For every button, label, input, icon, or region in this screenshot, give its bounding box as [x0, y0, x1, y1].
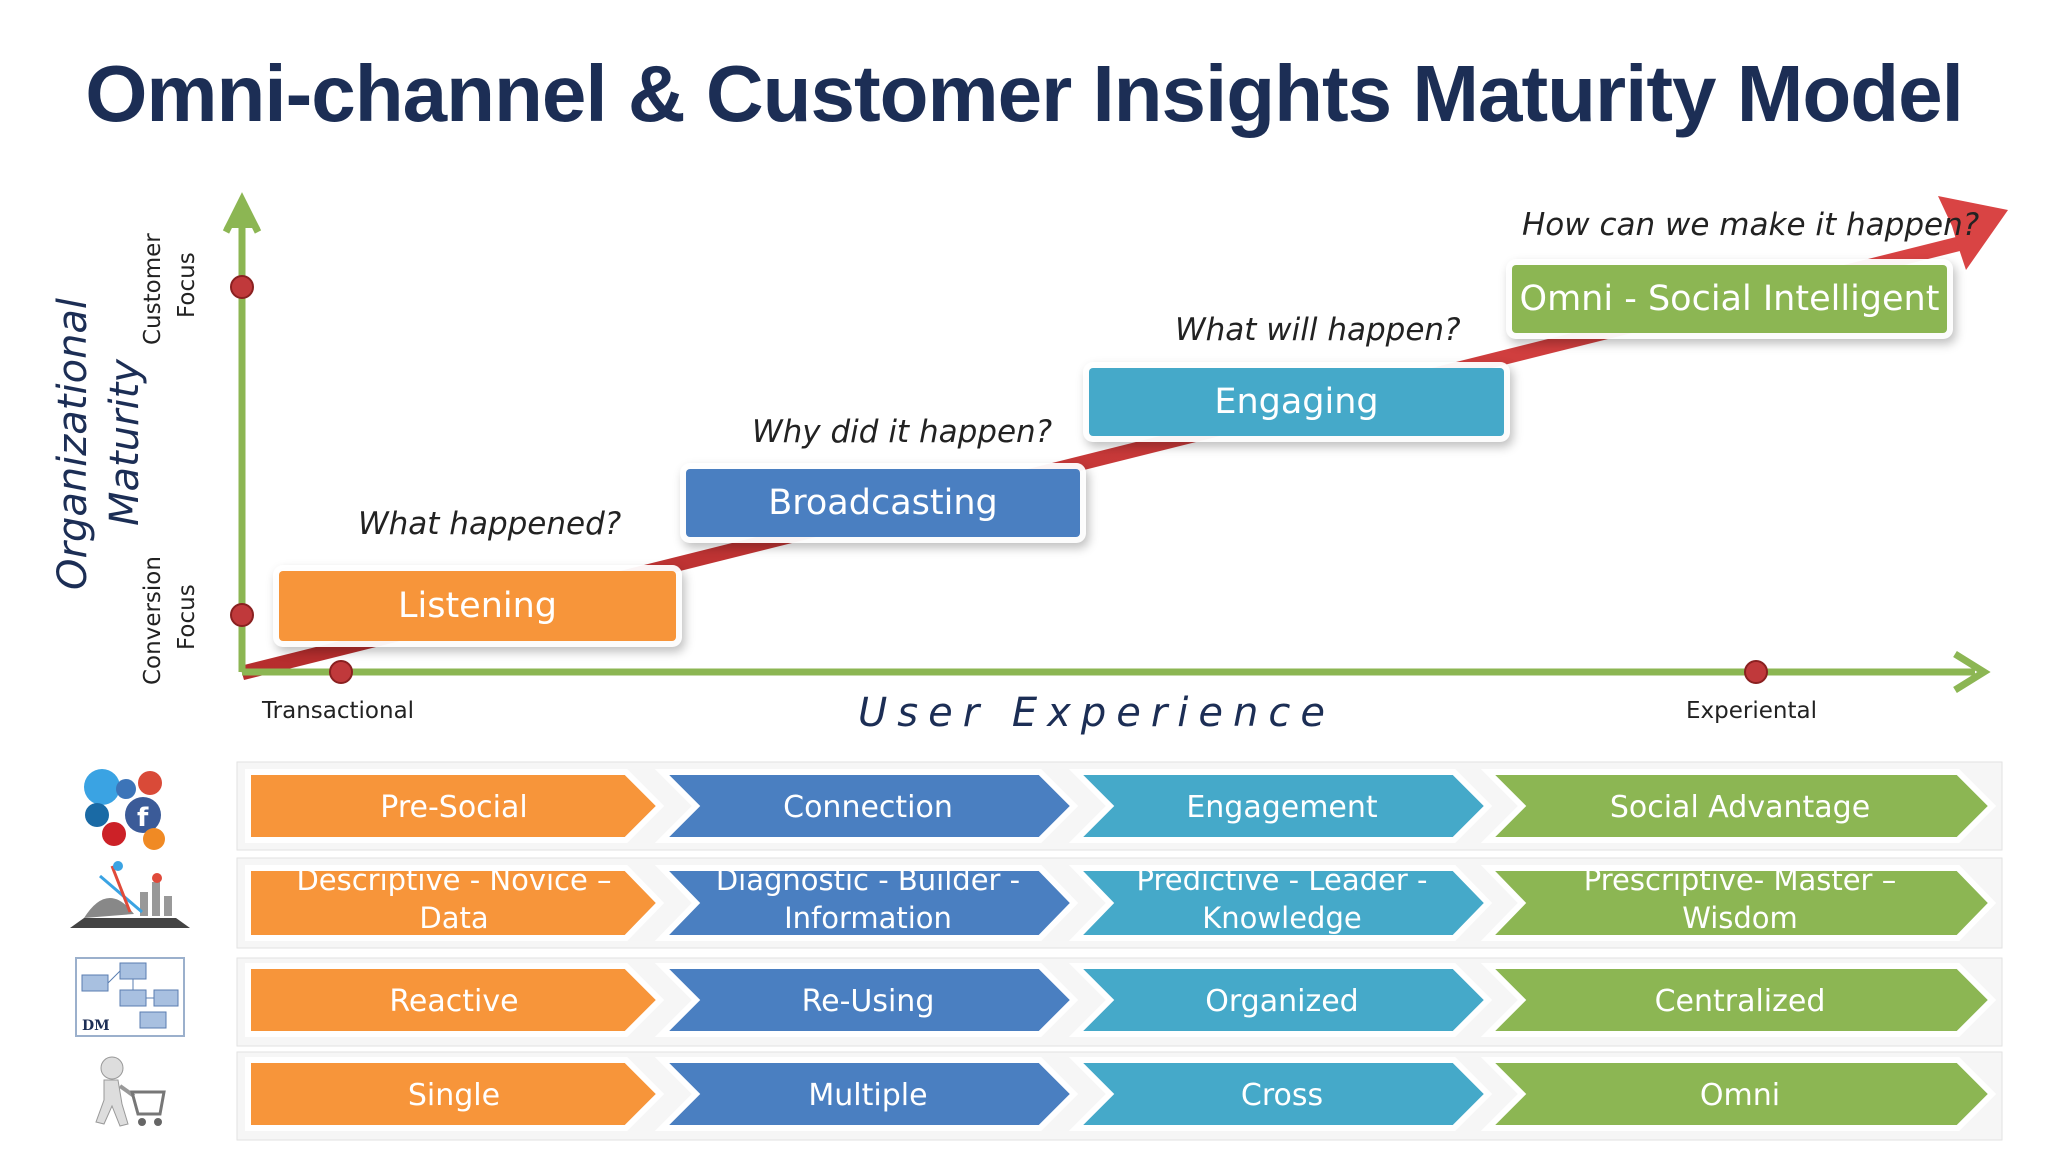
dm-label: DM	[82, 1018, 110, 1034]
channel-stage-label-1: Single	[408, 1078, 500, 1113]
analytics-stage-label-1-line-1: Descriptive - Novice –	[296, 863, 611, 897]
channel-stage-label-3: Cross	[1241, 1078, 1323, 1113]
analytics-stage-label-3-line-1: Predictive - Leader -	[1137, 863, 1428, 897]
analytics-stage-label-2-line-2: Information	[784, 901, 952, 935]
stage-box-broadcasting: Broadcasting	[686, 469, 1080, 537]
analytics-stage-label-4-line-2: Wisdom	[1682, 901, 1798, 935]
stage-question-1: What happened?	[358, 506, 621, 542]
y-tick-conversion-line1: Conversion	[140, 556, 166, 685]
svg-text:f: f	[137, 803, 149, 833]
channel-stage-label-2: Multiple	[808, 1078, 927, 1113]
social-stage-label-4: Social Advantage	[1610, 790, 1870, 825]
analytics-stage-chevron-4	[1480, 865, 1997, 941]
social-stage-label-1: Pre-Social	[380, 790, 527, 825]
analytics-stage-label-4-line-1: Prescriptive- Master –	[1584, 863, 1896, 897]
social-stage-chevron-2	[654, 769, 1079, 843]
analytics-chart-icon	[70, 861, 190, 928]
social-stage-chevron-4	[1480, 769, 1997, 843]
data-management-stage-label-4: Centralized	[1655, 984, 1826, 1019]
data-management-stage-chevron-4	[1480, 963, 1997, 1037]
channel-stage-chevron-4	[1480, 1057, 1997, 1131]
stage-question-4: How can we make it happen?	[1522, 207, 1979, 243]
channel-stage-chevron-2	[654, 1057, 1079, 1131]
y-tick-customer-line2: Focus	[174, 252, 200, 318]
y-axis	[222, 192, 262, 672]
data-model-diagram-icon: DM	[75, 957, 185, 1037]
trend-arrow	[240, 196, 2008, 680]
stage-box-omni-social-intelligent: Omni - Social Intelligent	[1512, 265, 1947, 333]
x-axis-label: User Experience	[858, 690, 1335, 736]
analytics-stage-chevron-3	[1068, 865, 1493, 941]
data-management-stage-chevron-2	[654, 963, 1079, 1037]
channel-stage-chevron-1	[245, 1057, 665, 1131]
y-tick-conversion-line2: Focus	[174, 584, 200, 650]
page-title: Omni-channel & Customer Insights Maturit…	[85, 49, 1964, 138]
analytics-stage-label-3-line-2: Knowledge	[1202, 901, 1361, 935]
y-axis-label-line2: Maturity	[102, 358, 148, 526]
y-axis-conversion-focus-marker	[230, 603, 254, 627]
analytics-stage-chevron-2	[654, 865, 1079, 941]
social-stage-label-3: Engagement	[1186, 790, 1378, 825]
analytics-stage-chevron-1	[245, 865, 665, 941]
stage-question-2: Why did it happen?	[752, 414, 1052, 450]
shopping-cart-person-icon	[95, 1056, 166, 1127]
x-tick-transactional: Transactional	[261, 698, 414, 724]
stage-question-3: What will happen?	[1175, 312, 1461, 348]
stage-box-listening: Listening	[279, 571, 676, 641]
data-management-stage-label-2: Re-Using	[802, 984, 935, 1019]
social-stage-label-2: Connection	[783, 790, 953, 825]
x-tick-experiental: Experiental	[1686, 698, 1817, 724]
analytics-stage-label-1-line-2: Data	[419, 901, 488, 935]
stage-box-engaging: Engaging	[1089, 368, 1504, 436]
social-media-icons: f	[84, 769, 165, 850]
x-axis	[242, 651, 1991, 693]
x-axis-transactional-marker	[329, 660, 353, 684]
channel-stage-label-4: Omni	[1700, 1078, 1780, 1113]
y-tick-customer-line1: Customer	[140, 233, 166, 345]
y-axis-customer-focus-marker	[230, 275, 254, 299]
social-stage-chevron-3	[1068, 769, 1493, 843]
social-stage-chevron-1	[245, 769, 665, 843]
data-management-stage-chevron-3	[1068, 963, 1493, 1037]
data-management-stage-label-3: Organized	[1205, 984, 1358, 1019]
chevron-rows: Pre-Social Connection Engagement Social Adv…	[245, 769, 1997, 1131]
x-axis-experiental-marker	[1744, 660, 1768, 684]
data-management-stage-chevron-1	[245, 963, 665, 1037]
channel-stage-chevron-3	[1068, 1057, 1493, 1131]
analytics-stage-label-2-line-1: Diagnostic - Builder -	[716, 863, 1020, 897]
y-axis-label-line1: Organizational	[50, 298, 96, 590]
data-management-stage-label-1: Reactive	[389, 984, 518, 1019]
